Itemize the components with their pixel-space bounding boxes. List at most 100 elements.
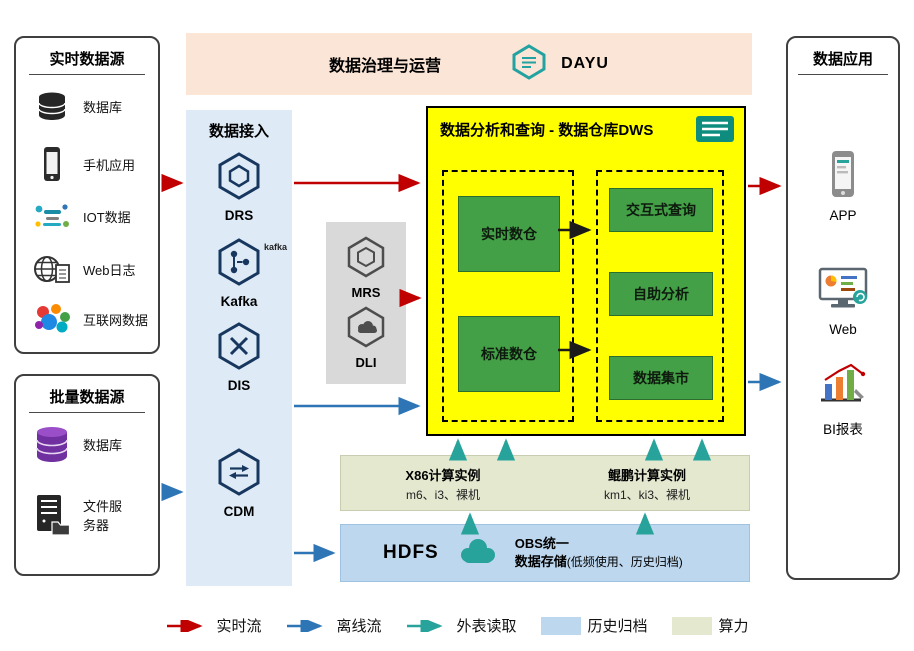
- governance-banner: 数据治理与运营 DAYU: [186, 33, 752, 95]
- web-icon: [817, 266, 869, 317]
- applications-title: 数据应用: [797, 48, 889, 75]
- hdfs-label: HDFS: [383, 542, 439, 563]
- legend-item-offline: 离线流: [285, 615, 381, 636]
- ingestion-item-drs: DRS: [186, 152, 292, 223]
- module-data-mart: 数据集市: [609, 356, 713, 400]
- source-label: IOT数据: [83, 209, 131, 225]
- database-stack-icon: [30, 424, 74, 464]
- source-item-weblog: Web日志: [30, 252, 136, 286]
- kafka-wordmark: kafka: [263, 242, 287, 252]
- processing-item-mrs: MRS: [326, 236, 406, 300]
- source-item-batch-database: 数据库: [30, 424, 122, 464]
- ingestion-label: DIS: [227, 378, 251, 393]
- bi-icon: [817, 362, 869, 413]
- application-label: APP: [829, 208, 857, 223]
- ingestion-column: 数据接入 DRS kafka Kafka DIS CDM: [186, 110, 292, 586]
- applications-panel: 数据应用 APP Web BI报表: [786, 36, 900, 580]
- processing-label: DLI: [355, 355, 377, 370]
- batch-sources-panel: 批量数据源 数据库 文件服务器: [14, 374, 160, 576]
- source-item-database: 数据库: [30, 90, 122, 122]
- file-server-icon: [30, 494, 74, 536]
- module-standard-warehouse: 标准数仓: [458, 316, 560, 392]
- compute-swatch: [671, 616, 712, 635]
- source-label: 数据库: [83, 99, 123, 115]
- dws-warehouse-group: 实时数仓 标准数仓: [442, 170, 574, 422]
- obs-text: OBS统一 数据存储(低频使用、历史归档): [515, 535, 683, 570]
- legend: 实时流 离线流 外表读取 历史归档 算力: [0, 615, 914, 636]
- compute-subtitle: m6、i3、裸机: [405, 488, 480, 502]
- legend-item-realtime: 实时流: [165, 615, 261, 636]
- compute-subtitle: km1、ki3、裸机: [603, 488, 690, 502]
- dws-title: 数据分析和查询 - 数据仓库DWS: [440, 122, 654, 139]
- archive-swatch: [540, 616, 581, 635]
- kafka-icon: [216, 238, 262, 291]
- legend-item-archive: 历史归档: [540, 615, 648, 636]
- compute-item-kunpeng: 鲲鹏计算实例 km1、ki3、裸机: [545, 456, 749, 510]
- legend-item-compute: 算力: [671, 615, 749, 636]
- weblog-icon: [30, 252, 74, 286]
- mrs-icon: [346, 236, 386, 283]
- ingestion-title: 数据接入: [208, 123, 269, 140]
- phone-icon: [30, 146, 74, 182]
- storage-box: HDFS OBS统一 数据存储(低频使用、历史归档): [340, 524, 750, 582]
- dli-icon: [346, 306, 386, 353]
- compute-item-x86: X86计算实例 m6、i3、裸机: [341, 456, 545, 510]
- application-item-bi: BI报表: [788, 362, 898, 438]
- processing-box: MRS DLI: [326, 222, 406, 384]
- obs-note: (低频使用、历史归档): [566, 555, 683, 569]
- source-label: Web日志: [83, 262, 136, 278]
- dws-ledger-icon: [694, 114, 736, 149]
- app-icon: [829, 150, 857, 203]
- ingestion-item-kafka: kafka Kafka: [186, 238, 292, 309]
- cdm-icon: [216, 448, 262, 501]
- legend-item-external-read: 外表读取: [405, 615, 517, 636]
- source-label: 互联网数据: [83, 312, 149, 328]
- internet-icon: [30, 302, 74, 336]
- application-label: Web: [829, 322, 857, 337]
- red-arrow-icon: [167, 619, 204, 632]
- ingestion-label: Kafka: [220, 294, 258, 309]
- obs-line1: OBS统一: [514, 536, 569, 552]
- source-item-mobile: 手机应用: [30, 146, 135, 182]
- legend-label: 实时流: [216, 618, 262, 635]
- compute-box: X86计算实例 m6、i3、裸机 鲲鹏计算实例 km1、ki3、裸机: [340, 455, 750, 511]
- dayu-icon: [511, 43, 547, 85]
- ingestion-item-cdm: CDM: [186, 448, 292, 519]
- dws-box: 数据分析和查询 - 数据仓库DWS 实时数仓 标准数仓 交互式查询 自助分析 数…: [426, 106, 746, 436]
- legend-label: 算力: [718, 618, 749, 635]
- drs-icon: [216, 152, 262, 205]
- module-self-service-analysis: 自助分析: [609, 272, 713, 316]
- application-item-web: Web: [788, 266, 898, 337]
- source-item-iot: IOT数据: [30, 200, 131, 232]
- database-icon: [30, 90, 74, 122]
- source-label: 数据库: [83, 437, 123, 453]
- source-item-file-server: 文件服务器: [30, 494, 127, 536]
- application-item-app: APP: [788, 150, 898, 223]
- legend-label: 历史归档: [587, 618, 648, 635]
- realtime-sources-panel: 实时数据源 数据库 手机应用 IOT数据 Web日志: [14, 36, 160, 354]
- ingestion-label: CDM: [223, 504, 255, 519]
- compute-title: X86计算实例: [405, 468, 481, 483]
- realtime-sources-title: 实时数据源: [28, 48, 146, 75]
- processing-label: MRS: [351, 285, 381, 300]
- iot-icon: [30, 200, 74, 232]
- governance-title: 数据治理与运营: [329, 58, 442, 75]
- source-label: 文件服务器: [83, 499, 123, 533]
- legend-label: 离线流: [336, 618, 382, 635]
- processing-item-dli: DLI: [326, 306, 406, 370]
- teal-arrow-icon: [407, 619, 444, 632]
- dayu-wordmark: DAYU: [561, 55, 609, 72]
- application-label: BI报表: [823, 422, 863, 437]
- blue-arrow-icon: [287, 619, 324, 632]
- ingestion-label: DRS: [224, 208, 254, 223]
- batch-sources-title: 批量数据源: [28, 386, 146, 413]
- obs-cloud-icon: [454, 536, 500, 571]
- dis-icon: [216, 322, 262, 375]
- ingestion-item-dis: DIS: [186, 322, 292, 393]
- module-interactive-query: 交互式查询: [609, 188, 713, 232]
- legend-label: 外表读取: [456, 618, 517, 635]
- source-item-internet: 互联网数据: [30, 302, 148, 336]
- obs-line2: 数据存储: [514, 554, 567, 569]
- module-realtime-warehouse: 实时数仓: [458, 196, 560, 272]
